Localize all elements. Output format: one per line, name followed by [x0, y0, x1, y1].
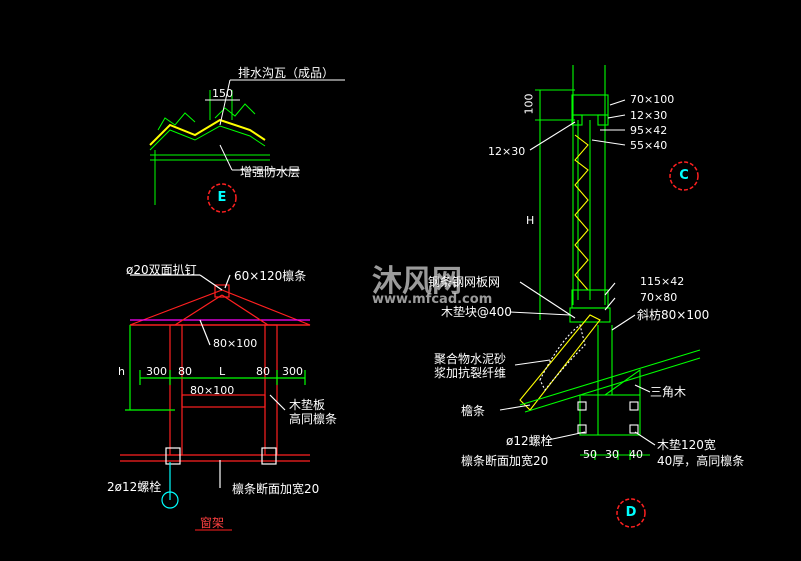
wf-span-2: 80 [178, 365, 192, 378]
wf-span-4: 80 [256, 365, 270, 378]
dc-bolt-label: ø12螺栓 [506, 434, 553, 448]
dc-left-dim: 12×30 [488, 145, 526, 158]
dc-right2-dim-2: 70×80 [640, 291, 678, 304]
dc-right-dim-3: 95×42 [630, 124, 668, 137]
dc-right-dim-2: 12×30 [630, 109, 668, 122]
dc-dim-100: 100 [522, 93, 536, 115]
detail-d-marker-circle [616, 498, 646, 528]
wf-span-5: 300 [282, 365, 303, 378]
dc-pad-label: 木垫块@400 [441, 305, 512, 319]
watermark-cn: 沐风网 [372, 264, 462, 299]
detail-e-bottom-label: 增强防水层 [240, 165, 301, 179]
dc-bottom-dim-1: 50 [583, 448, 597, 461]
dc-H-label: H [526, 214, 535, 227]
dc-right-dim-4: 55×40 [630, 139, 668, 152]
dc-mesh-label: 钢条钢网板网 [428, 275, 501, 289]
detail-e-dim-150: 150 [212, 87, 233, 100]
wf-section-label: 檩条断面加宽20 [232, 482, 320, 496]
dc-purlin-label: 檐条 [461, 404, 486, 418]
detail-d-marker: D [625, 505, 637, 520]
wf-span-1: 300 [146, 365, 167, 378]
wf-wood-plate-1: 木垫板 [289, 398, 326, 412]
dc-section-label: 檩条断面加宽20 [461, 454, 549, 468]
dc-pad-2: 40厚，高同檩条 [657, 454, 745, 468]
dc-right2-dim-1: 115×42 [640, 275, 685, 288]
wf-rafter-label: 60×120檩条 [234, 269, 307, 283]
detail-e-marker: E [217, 190, 227, 205]
wf-post-dim: 80×100 [213, 337, 258, 350]
wf-bolt-label: 2ø12螺栓 [107, 480, 162, 494]
dc-right2-dim-3: 斜枋80×100 [637, 308, 710, 322]
detail-c-marker: C [679, 168, 689, 183]
detail-c-geometry [499, 65, 701, 460]
wf-middle-dim: 80×100 [190, 384, 235, 397]
dc-triangle-label: 三角木 [650, 385, 687, 399]
dc-bottom-dim-3: 40 [629, 448, 643, 461]
dc-mortar-1: 聚合物水泥砂 [434, 352, 507, 366]
dc-mortar-2: 浆加抗裂纤维 [434, 366, 507, 380]
dc-pad-1: 木垫120宽 [657, 438, 716, 452]
wf-wood-plate-2: 高同檩条 [289, 412, 338, 426]
detail-e-top-label: 排水沟瓦（成品） [238, 66, 335, 80]
detail-c-marker-circle [669, 161, 699, 191]
window-frame-geometry [120, 274, 311, 509]
wf-title: 窗架 [200, 516, 225, 530]
dc-right-dim-1: 70×100 [630, 93, 675, 106]
detail-e-marker-circle [207, 183, 237, 213]
detail-e-geometry [149, 79, 345, 205]
dc-bottom-dim-2: 30 [605, 448, 619, 461]
wf-nail-label: ø20双面扒钉 [126, 263, 197, 277]
wf-h-label: h [118, 365, 125, 378]
wf-span-3: L [219, 365, 226, 378]
watermark-en: www.mfcad.com [372, 292, 493, 307]
